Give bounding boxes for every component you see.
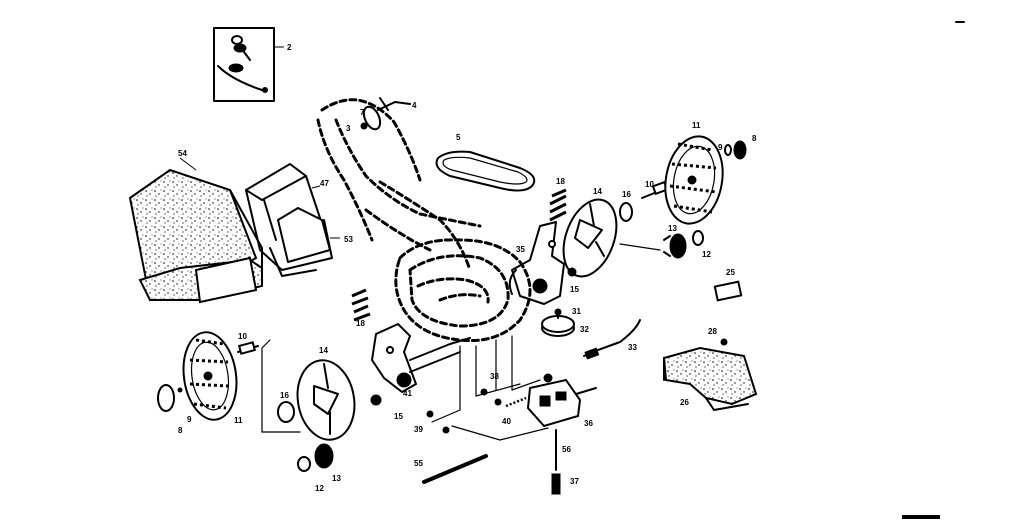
label-part-54: 54 <box>178 149 187 158</box>
label-part-33: 33 <box>628 343 637 352</box>
label-part-37: 37 <box>570 477 579 486</box>
part-16-washer-left <box>277 401 295 423</box>
part-2-key-kit <box>213 27 284 102</box>
label-part-40: 40 <box>502 417 511 426</box>
part-13-gear-left <box>297 443 334 472</box>
part-38-bolt-2 <box>494 398 502 406</box>
label-part-10-left: 10 <box>238 332 247 341</box>
label-part-11-left: 11 <box>234 416 243 425</box>
label-part-14-left: 14 <box>319 346 328 355</box>
label-part-10-right: 10 <box>645 180 654 189</box>
part-15-bearing-left <box>370 394 382 406</box>
part-28-screw <box>720 338 728 346</box>
part-25-plate <box>713 280 743 302</box>
label-part-31: 31 <box>572 307 581 316</box>
label-part-55: 55 <box>414 459 423 468</box>
label-part-7: 7 <box>360 108 365 117</box>
label-part-15-right: 15 <box>570 285 579 294</box>
label-part-16-right: 16 <box>622 190 631 199</box>
handle-knob-parts <box>360 97 411 131</box>
part-47-53-bag-frame <box>245 163 340 277</box>
part-18-springs <box>351 188 567 322</box>
label-part-25: 25 <box>726 268 735 277</box>
drive-linkage <box>431 335 549 441</box>
label-part-15-left: 15 <box>394 412 403 421</box>
label-part-56: 56 <box>562 445 571 454</box>
label-part-32: 32 <box>580 325 589 334</box>
part-11-left-wheel <box>182 331 238 421</box>
part-36-transmission <box>526 373 597 428</box>
part-16-washer-right <box>619 202 633 222</box>
label-part-36: 36 <box>584 419 593 428</box>
label-part-8-left: 8 <box>178 426 183 435</box>
part-8-9-left-cap <box>157 384 183 412</box>
part-26-discharge-chute <box>662 346 758 411</box>
part-33-cable <box>583 319 641 360</box>
part-14-right-hubcap <box>562 198 618 278</box>
label-part-14-right: 14 <box>593 187 602 196</box>
label-part-41: 41 <box>403 389 412 398</box>
part-11-right-wheel <box>664 135 724 225</box>
part-39-bolt <box>426 410 434 418</box>
label-part-26: 26 <box>680 398 689 407</box>
upper-handle-dashed <box>316 98 482 272</box>
part-55-rod <box>422 454 488 484</box>
label-part-5: 5 <box>456 133 461 142</box>
label-part-28: 28 <box>708 327 717 336</box>
label-part-38: 38 <box>490 372 499 381</box>
label-part-47: 47 <box>320 179 329 188</box>
label-part-35: 35 <box>516 245 525 254</box>
label-part-2: 2 <box>287 43 292 52</box>
part-54-grass-bag <box>128 157 263 304</box>
label-part-12-right: 12 <box>702 250 711 259</box>
label-part-4: 4 <box>412 101 417 110</box>
label-part-13-left: 13 <box>332 474 341 483</box>
part-10-left-axle <box>237 341 259 355</box>
label-part-13-right: 13 <box>668 224 677 233</box>
part-38-bolt <box>480 388 488 396</box>
label-part-53: 53 <box>344 235 353 244</box>
label-part-12-left: 12 <box>315 484 324 493</box>
part-15-bearing-right <box>567 267 577 277</box>
label-part-9-left: 9 <box>187 415 192 424</box>
label-part-39: 39 <box>414 425 423 434</box>
label-part-16-left: 16 <box>280 391 289 400</box>
label-part-8-right: 8 <box>752 134 757 143</box>
label-part-11-right: 11 <box>692 121 701 130</box>
label-part-18-left: 18 <box>356 319 365 328</box>
left-drive-housing <box>371 323 471 393</box>
part-40-spring <box>505 396 527 408</box>
part-31-32-pulley <box>541 308 575 337</box>
part-37-bolt <box>551 429 561 495</box>
mower-deck-dashed <box>394 238 532 343</box>
part-13-gear-right <box>619 230 704 259</box>
left-hub-leader <box>261 339 301 433</box>
part-39-bolt-2 <box>442 426 450 434</box>
label-part-3: 3 <box>346 124 351 133</box>
part-5-belt <box>435 150 536 192</box>
part-8-9-right-cap <box>724 140 747 160</box>
label-part-9-right: 9 <box>718 143 723 152</box>
label-part-18-right: 18 <box>556 177 565 186</box>
right-drive-housing <box>508 221 565 305</box>
part-14-left-hubcap <box>296 359 356 441</box>
